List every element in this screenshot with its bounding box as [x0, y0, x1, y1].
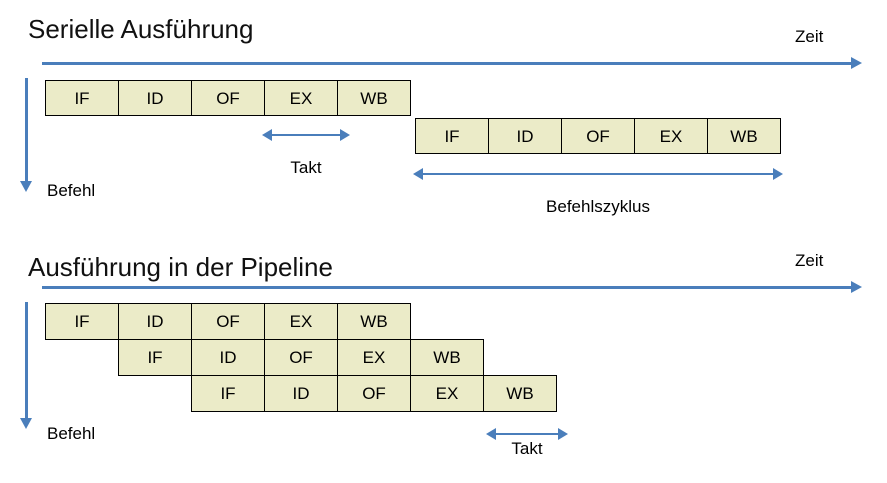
- stage-box: OF: [561, 118, 635, 154]
- stage-box: WB: [410, 339, 484, 376]
- stage-box: OF: [191, 80, 265, 116]
- stage-box: IF: [45, 80, 119, 116]
- stage-box: EX: [410, 375, 484, 412]
- stage-box: WB: [337, 80, 411, 116]
- takt-measure-arrow-serial: [262, 129, 350, 141]
- stage-box: WB: [707, 118, 781, 154]
- time-axis-label-pipeline: Zeit: [795, 251, 824, 270]
- stage-box: EX: [634, 118, 708, 154]
- stage-box: IF: [415, 118, 489, 154]
- arrowhead-right-icon: [773, 168, 783, 180]
- befehlszyklus-measure-arrow: [413, 168, 783, 180]
- instruction-axis-line-pipeline: [25, 302, 28, 419]
- time-axis-label-serial: Zeit: [795, 27, 824, 46]
- stage-box: ID: [191, 339, 265, 376]
- instruction-axis-label-serial: Befehl: [47, 181, 96, 200]
- instruction-axis-line-serial: [25, 78, 28, 182]
- stage-box: WB: [337, 303, 411, 340]
- arrowhead-left-icon: [413, 168, 423, 180]
- time-axis-line-pipeline: [42, 286, 852, 289]
- section-title-pipeline: Ausführung in der Pipeline: [28, 252, 333, 282]
- instruction-axis-arrowhead-icon-serial: [20, 181, 32, 192]
- section-title-serial: Serielle Ausführung: [28, 14, 254, 44]
- takt-label-serial: Takt: [290, 158, 322, 177]
- time-axis-line-serial: [42, 62, 852, 65]
- time-axis-arrowhead-icon-pipeline: [851, 281, 862, 293]
- stage-box: ID: [118, 303, 192, 340]
- takt-label-pipeline: Takt: [511, 439, 543, 458]
- instruction-axis-arrowhead-icon-pipeline: [20, 418, 32, 429]
- stage-box: ID: [118, 80, 192, 116]
- stage-box: IF: [191, 375, 265, 412]
- takt-measure-arrow-pipeline: [486, 428, 568, 440]
- stage-box: WB: [483, 375, 557, 412]
- measure-bar: [270, 134, 342, 136]
- stage-box: IF: [45, 303, 119, 340]
- stage-box: EX: [264, 80, 338, 116]
- befehlszyklus-label: Befehlszyklus: [546, 197, 650, 216]
- stage-box: EX: [337, 339, 411, 376]
- stage-box: EX: [264, 303, 338, 340]
- stage-box: ID: [488, 118, 562, 154]
- instruction-axis-label-pipeline: Befehl: [47, 424, 96, 443]
- measure-bar: [494, 433, 560, 435]
- time-axis-arrowhead-icon-serial: [851, 57, 862, 69]
- stage-box: OF: [191, 303, 265, 340]
- measure-bar: [421, 173, 775, 175]
- arrowhead-left-icon: [486, 428, 496, 440]
- arrowhead-right-icon: [340, 129, 350, 141]
- stage-box: OF: [337, 375, 411, 412]
- arrowhead-right-icon: [558, 428, 568, 440]
- stage-box: ID: [264, 375, 338, 412]
- arrowhead-left-icon: [262, 129, 272, 141]
- stage-box: IF: [118, 339, 192, 376]
- stage-box: OF: [264, 339, 338, 376]
